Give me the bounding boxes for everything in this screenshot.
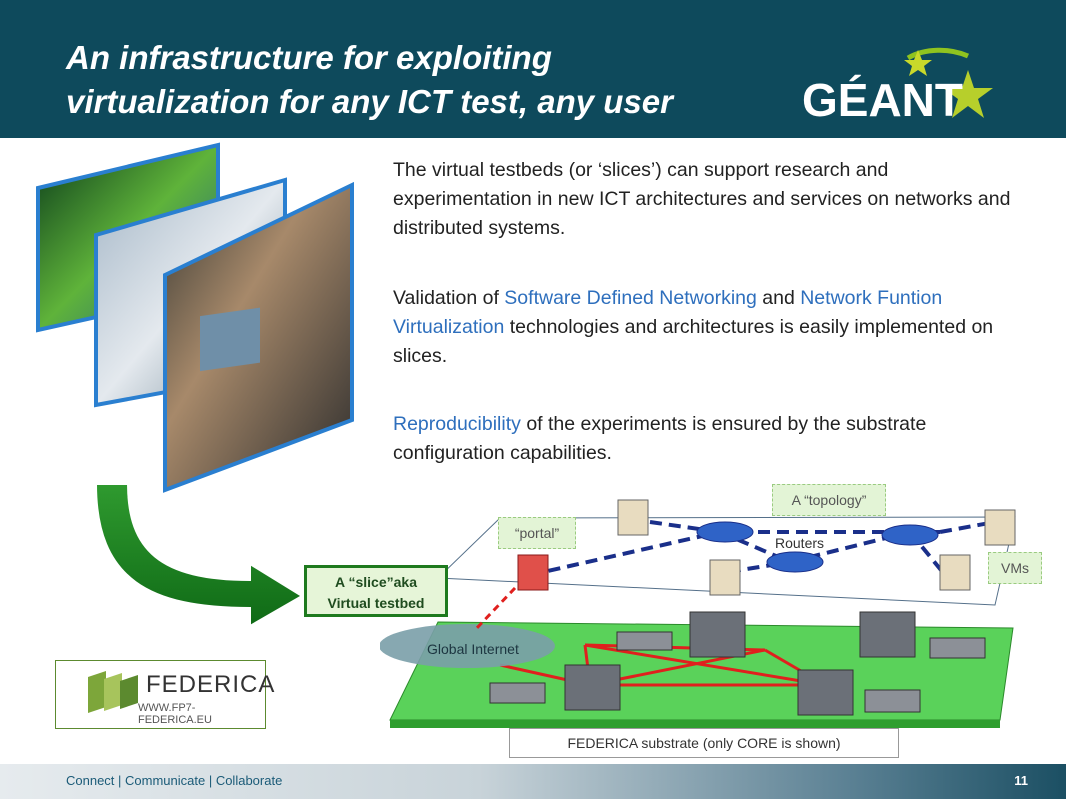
network-diagram: Global Internet Routers [380, 499, 1016, 728]
title-line-1: An infrastructure for exploiting [66, 39, 552, 76]
para2-text-c: and [756, 287, 801, 309]
paragraph-validation: Validation of Software Defined Networkin… [393, 284, 1018, 371]
vms-label: VMs [988, 552, 1042, 584]
core-router [564, 611, 916, 716]
sdn-term: Software Defined Networking [504, 287, 757, 309]
geant-logo-text: GÉANT [802, 74, 963, 126]
substrate-caption: FEDERICA substrate (only CORE is shown) [509, 728, 899, 758]
slide-title: An infrastructure for exploiting virtual… [66, 36, 786, 124]
slice-line-2: Virtual testbed [327, 595, 425, 611]
substrate-server [489, 631, 986, 713]
header-bar: An infrastructure for exploiting virtual… [0, 0, 1066, 138]
para3-text-b: of the experiments is ensured by the sub… [393, 413, 927, 464]
virtual-machine [617, 499, 1016, 596]
paragraph-reproducibility: Reproducibility of the experiments is en… [393, 410, 1018, 468]
photo-stack [36, 142, 354, 493]
portal-internet-link [473, 586, 517, 632]
federica-logo-text: FEDERICA [146, 671, 276, 698]
slice-line-1: A “slice”aka [335, 574, 417, 590]
photo-monitor [200, 307, 260, 372]
routers-label: Routers [775, 535, 824, 551]
para2-text-a: Validation of [393, 287, 505, 309]
para2-text-e: technologies and architectures is easily… [393, 316, 994, 367]
federica-url[interactable]: WWW.FP7-FEDERICA.EU [138, 702, 212, 726]
substrate-plane-edge [390, 720, 1000, 728]
footer-tagline: Connect | Communicate | Collaborate [66, 773, 283, 788]
paragraph-slices: The virtual testbeds (or ‘slices’) can s… [393, 159, 1011, 239]
geant-logo: GÉANT [802, 47, 993, 126]
topology-label: A “topology” [772, 484, 886, 516]
global-internet-label: Global Internet [427, 641, 519, 657]
title-line-2: virtualization for any ICT test, any use… [66, 83, 673, 120]
green-arrow [94, 483, 304, 628]
federica-logo-icon [88, 671, 138, 713]
page-number: 11 [1014, 773, 1028, 788]
global-internet-cloud [380, 624, 555, 668]
reproducibility-term: Reproducibility [393, 413, 521, 435]
federica-logo-box: FEDERICA WWW.FP7-FEDERICA.EU [55, 660, 274, 729]
slice-label-box: A “slice”aka Virtual testbed [304, 565, 448, 617]
portal-label: “portal” [498, 517, 576, 549]
virtual-router [696, 521, 939, 573]
portal-server [517, 554, 549, 591]
footer-bar: Connect | Communicate | Collaborate 11 [0, 764, 1066, 799]
nfv-term: Network Funtion Virtualization [393, 287, 943, 338]
